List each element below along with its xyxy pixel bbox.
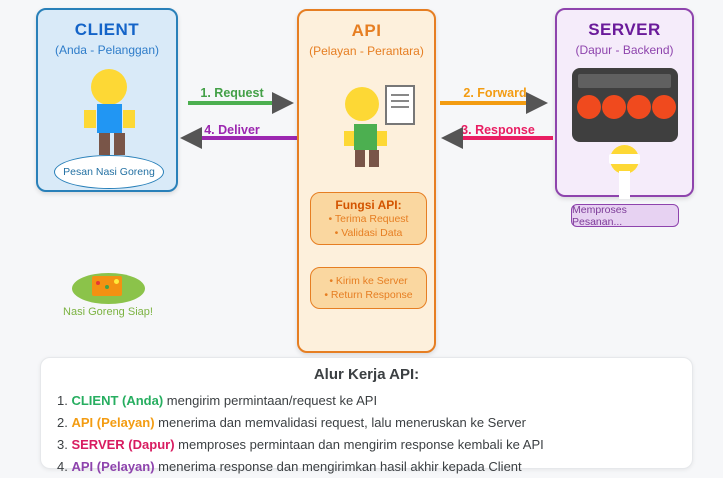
api-function-item: • Kirim ke Server (329, 275, 408, 287)
step-keyword: API (Pelayan) (71, 459, 155, 474)
step-keyword: CLIENT (Anda) (71, 393, 164, 408)
person-leg (99, 133, 110, 155)
api-title: API (351, 21, 382, 40)
step-number: 1. (57, 393, 72, 408)
stove-icon (572, 68, 678, 142)
document-icon (385, 85, 415, 125)
burner-icon (627, 95, 651, 119)
arrow-head-forward (526, 92, 548, 114)
arrow-head-request (272, 92, 294, 114)
arrow-head-deliver (180, 127, 202, 149)
workflow-step: 1. CLIENT (Anda) mengirim permintaan/req… (57, 390, 692, 412)
person-leg (114, 133, 125, 155)
rice-dot (105, 285, 109, 289)
client-subtitle: (Anda - Pelanggan) (54, 43, 160, 57)
person-torso (354, 124, 377, 150)
api-function-box-1: Fungsi API: • Terima Request • Validasi … (310, 192, 427, 245)
workflow-step: 2. API (Pelayan) menerima dan memvalidas… (57, 412, 692, 434)
workflow-steps: 1. CLIENT (Anda) mengirim permintaan/req… (57, 390, 692, 478)
burner-icon (652, 95, 676, 119)
arrow-line-forward (440, 101, 526, 105)
stove-panel (578, 74, 671, 88)
api-box: API (Pelayan - Perantara) Fungsi API: • … (297, 9, 436, 353)
workflow-card: Alur Kerja API: 1. CLIENT (Anda) mengiri… (40, 357, 693, 474)
workflow-step: 4. API (Pelayan) menerima response dan m… (57, 456, 692, 478)
api-subtitle: (Pelayan - Perantara) (309, 44, 424, 58)
api-function-item: • Validasi Data (334, 227, 403, 239)
server-subtitle: (Dapur - Backend) (575, 43, 674, 57)
person-arm (123, 110, 135, 128)
person-leg (355, 150, 365, 167)
spatula-handle (619, 171, 630, 199)
step-text: memproses permintaan dan mengirim respon… (174, 437, 544, 452)
server-status-badge: Memproses Pesanan... (571, 204, 679, 228)
document-line (391, 94, 409, 96)
arrow-label-deliver: 4. Deliver (204, 123, 260, 137)
arrow-label-response: 3. Response (461, 123, 535, 137)
person-head (345, 87, 379, 121)
burner-icon (577, 95, 601, 119)
arrow-head-response (441, 127, 463, 149)
person-torso (97, 104, 122, 133)
client-speech-bubble: Pesan Nasi Goreng (54, 155, 164, 189)
api-function-box-2: • Kirim ke Server • Return Response (310, 267, 427, 309)
spatula-band (609, 154, 640, 164)
document-line (391, 100, 409, 102)
arrow-line-deliver (202, 136, 297, 140)
api-function-item: • Terima Request (328, 213, 409, 225)
person-arm (84, 110, 96, 128)
arrow-line-request (188, 101, 274, 105)
api-function-title: Fungsi API: (335, 198, 402, 212)
server-title: SERVER (588, 20, 661, 39)
arrow-label-forward: 2. Forward (463, 86, 527, 100)
burner-icon (602, 95, 626, 119)
result-label: Nasi Goreng Siap! (63, 306, 153, 318)
workflow-step: 3. SERVER (Dapur) memproses permintaan d… (57, 434, 692, 456)
step-number: 4. (57, 459, 72, 474)
server-box: SERVER (Dapur - Backend) (555, 8, 694, 199)
arrow-label-request: 1. Request (200, 86, 264, 100)
rice-dot (114, 279, 119, 284)
step-number: 2. (57, 415, 72, 430)
person-arm (344, 131, 354, 146)
client-title: CLIENT (74, 20, 140, 39)
step-text: mengirim permintaan/request ke API (163, 393, 378, 408)
rice-icon (92, 276, 122, 296)
rice-dot (96, 281, 100, 285)
person-arm (377, 131, 387, 146)
step-number: 3. (57, 437, 72, 452)
arrow-line-response (463, 136, 553, 140)
document-line (391, 106, 409, 108)
workflow-title: Alur Kerja API: (313, 366, 420, 383)
api-function-item: • Return Response (324, 289, 413, 301)
step-keyword: SERVER (Dapur) (71, 437, 175, 452)
step-text: menerima response dan mengirimkan hasil … (154, 459, 522, 474)
step-keyword: API (Pelayan) (71, 415, 155, 430)
person-leg (369, 150, 379, 167)
step-text: menerima dan memvalidasi request, lalu m… (154, 415, 526, 430)
person-head (91, 69, 127, 105)
client-box: CLIENT (Anda - Pelanggan) Pesan Nasi Gor… (36, 8, 178, 192)
